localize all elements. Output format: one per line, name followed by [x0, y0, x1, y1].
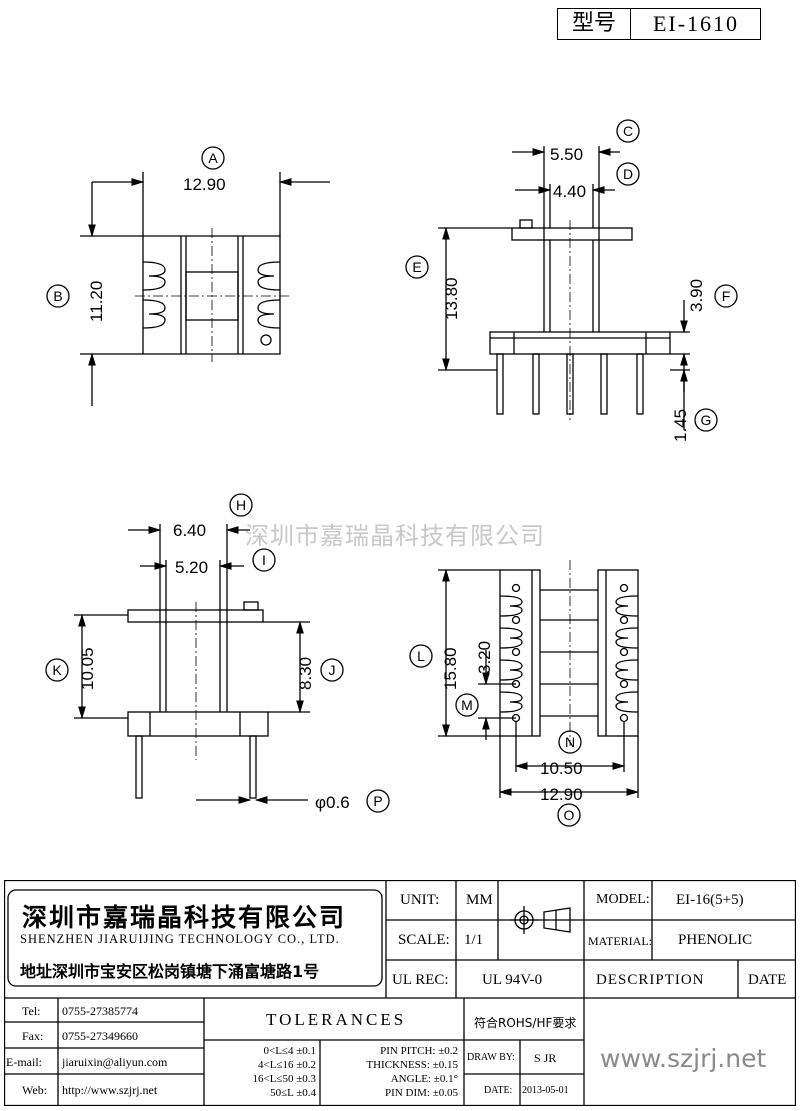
- tolerance-list: 0<L≤4 ±0.1 4<L≤16 ±0.2 16<L≤50 ±0.3 50≤L…: [216, 1044, 317, 1100]
- front-view: [438, 146, 690, 430]
- dim-H: 6.40: [173, 521, 206, 540]
- svg-text:H: H: [236, 497, 246, 513]
- dim-G: 1.45: [671, 409, 690, 442]
- tolerance-row: PIN PITCH: ±0.2: [380, 1045, 458, 1057]
- svg-text:P: P: [373, 793, 382, 809]
- company-name-en: SHENZHEN JIARUIJING TECHNOLOGY CO., LTD.: [20, 932, 340, 946]
- scale-label: SCALE:: [398, 932, 450, 948]
- rohs-note: 符合ROHS/HF要求: [474, 1016, 577, 1030]
- dim-J: 8.30: [296, 657, 315, 690]
- description-label: DESCRIPTION: [596, 972, 705, 988]
- side-view: [74, 524, 310, 804]
- dim-O: 12.90: [540, 785, 583, 804]
- tolerance-row: 50≤L ±0.4: [270, 1087, 316, 1099]
- email-value[interactable]: jiaruixin@aliyun.com: [62, 1055, 168, 1069]
- dim-M: 3.20: [475, 641, 494, 674]
- svg-text:N: N: [565, 734, 575, 750]
- tolerance-row: 0<L≤4 ±0.1: [263, 1045, 317, 1057]
- svg-text:F: F: [722, 288, 731, 304]
- date-label: DATE:: [484, 1085, 513, 1096]
- model-header-label: 型号: [558, 9, 631, 39]
- dim-K: 10.05: [78, 647, 97, 690]
- technical-drawing: A B C D E F G H I K J P L M N O 12.90 11.20 5.5…: [45, 119, 738, 827]
- model-header-box: 型号 EI-1610: [557, 8, 761, 40]
- top-view: [80, 172, 330, 406]
- drawby-label: DRAW BY:: [467, 1052, 515, 1063]
- dim-A: 12.90: [183, 175, 226, 194]
- svg-text:M: M: [461, 697, 473, 713]
- dim-E: 13.80: [442, 277, 461, 320]
- svg-text:B: B: [53, 288, 62, 304]
- dim-F: 3.90: [687, 279, 706, 312]
- company-address: 地址深圳市宝安区松岗镇塘下涌富塘路1号: [20, 962, 320, 981]
- model-header-value: EI-1610: [652, 11, 740, 36]
- tolerance-row: 16<L≤50 ±0.3: [252, 1073, 317, 1085]
- tolerance-row: ANGLE: ±0.1°: [390, 1073, 458, 1085]
- web-value[interactable]: http://www.szjrj.net: [62, 1083, 158, 1097]
- model-label: MODEL:: [596, 892, 650, 907]
- svg-text:L: L: [417, 648, 425, 664]
- dim-C: 5.50: [550, 145, 583, 164]
- svg-text:D: D: [623, 166, 633, 182]
- drawby-value: S JR: [534, 1051, 557, 1065]
- svg-text:G: G: [701, 412, 712, 428]
- web-label: Web:: [22, 1083, 48, 1097]
- tel-value: 0755-27385774: [62, 1004, 138, 1018]
- svg-text:O: O: [564, 807, 575, 823]
- tolerance-row: PIN DIM: ±0.05: [385, 1087, 458, 1099]
- material-label: MATERIAL:: [588, 934, 652, 948]
- ulrec-label: UL REC:: [392, 972, 449, 988]
- dim-B: 11.20: [87, 281, 106, 322]
- watermark-text: 深圳市嘉瑞晶科技有限公司: [245, 522, 545, 550]
- dim-D: 4.40: [553, 182, 586, 201]
- svg-text:A: A: [208, 150, 218, 166]
- svg-text:J: J: [329, 662, 336, 678]
- material-value: PHENOLIC: [678, 932, 753, 948]
- unit-label: UNIT:: [400, 892, 440, 908]
- svg-text:C: C: [623, 123, 633, 139]
- scale-value: 1/1: [464, 932, 484, 948]
- bottom-view: [438, 560, 640, 798]
- dim-L: 15.80: [441, 647, 460, 690]
- title-block: 深圳市嘉瑞晶科技有限公司 SHENZHEN JIARUIJING TECHNOL…: [4, 880, 796, 1106]
- unit-value: MM: [466, 892, 493, 908]
- company-name-cn: 深圳市嘉瑞晶科技有限公司: [22, 903, 347, 932]
- tolerances-label: TOLERANCES: [266, 1010, 407, 1029]
- tolerance-list-2: PIN PITCH: ±0.2 THICKNESS: ±0.15 ANGLE: …: [326, 1044, 458, 1100]
- title-block-grid: [4, 880, 796, 1106]
- dim-P: φ0.6: [315, 793, 350, 812]
- svg-text:K: K: [52, 662, 62, 678]
- svg-text:I: I: [262, 552, 266, 568]
- fax-value: 0755-27349660: [62, 1029, 138, 1043]
- svg-text:E: E: [412, 259, 421, 275]
- tolerance-row: 4<L≤16 ±0.2: [258, 1059, 316, 1071]
- ulrec-value: UL 94V-0: [482, 972, 543, 988]
- tolerance-row: THICKNESS: ±0.15: [366, 1059, 458, 1071]
- fax-label: Fax:: [22, 1029, 44, 1043]
- tel-label: Tel:: [22, 1004, 41, 1018]
- date-header-label: DATE: [748, 972, 787, 988]
- dim-N: 10.50: [540, 759, 583, 778]
- date-value: 2013-05-01: [522, 1085, 569, 1096]
- model-value: EI-16(5+5): [676, 892, 744, 908]
- dim-I: 5.20: [175, 558, 208, 577]
- email-label: E-mail:: [6, 1055, 42, 1069]
- website-watermark: www.szjrj.net: [600, 1044, 767, 1073]
